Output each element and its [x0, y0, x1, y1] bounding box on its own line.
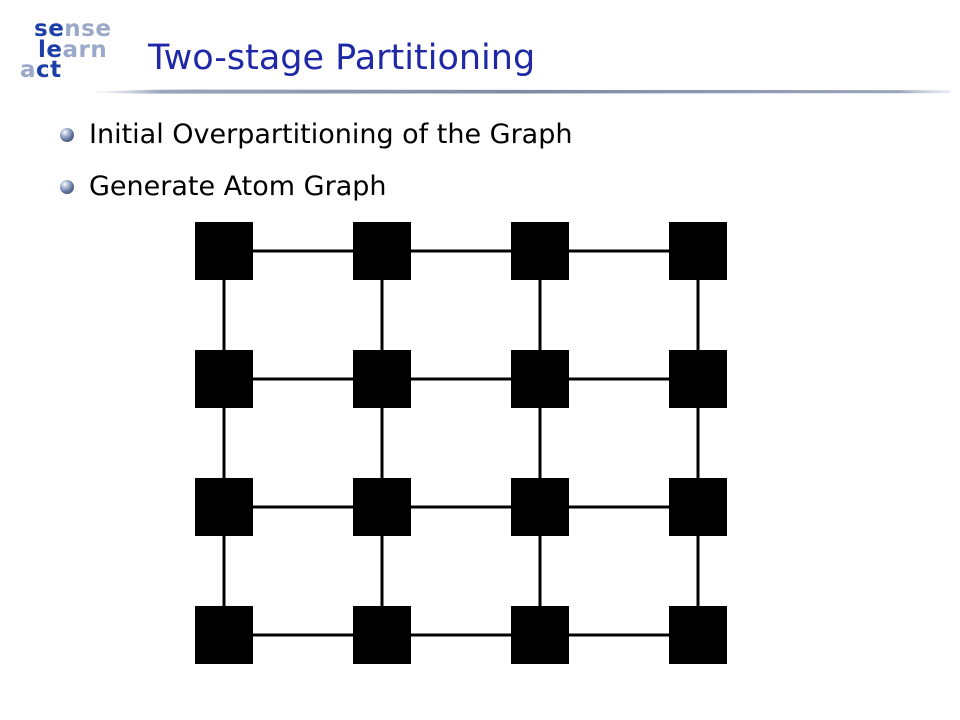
graph-node — [511, 606, 569, 664]
graph-node — [195, 350, 253, 408]
graph-node — [195, 606, 253, 664]
logo-text: nse — [64, 16, 112, 42]
logo-text: ct — [36, 57, 62, 83]
bullet-icon — [60, 180, 74, 194]
slide-title: Two-stage Partitioning — [148, 38, 536, 78]
logo-text: arn — [62, 37, 108, 63]
logo-line-sense: sense — [34, 18, 111, 41]
bullet-text: Initial Overpartitioning of the Graph — [89, 119, 573, 150]
graph-node — [353, 350, 411, 408]
graph-node — [195, 222, 253, 280]
title-underline — [92, 89, 950, 94]
logo-line-learn: learn — [38, 39, 107, 62]
logo-text: se — [34, 16, 65, 42]
graph-node — [511, 222, 569, 280]
graph-node — [669, 222, 727, 280]
logo-text: le — [38, 37, 63, 63]
logo-line-act: act — [20, 59, 62, 82]
graph-node — [195, 478, 253, 536]
sense-learn-act-logo: sense learn act — [18, 14, 128, 84]
graph-node — [353, 222, 411, 280]
graph-node — [511, 350, 569, 408]
graph-node — [669, 350, 727, 408]
bullet-list: Initial Overpartitioning of the Graph Ge… — [60, 113, 572, 217]
graph-edges — [222, 249, 700, 637]
bullet-item: Generate Atom Graph — [60, 165, 572, 217]
bullet-icon — [60, 128, 74, 142]
logo-text: a — [20, 57, 37, 83]
graph-node — [669, 478, 727, 536]
graph-node — [511, 478, 569, 536]
graph-node — [353, 606, 411, 664]
bullet-text: Generate Atom Graph — [89, 171, 387, 202]
graph-node — [669, 606, 727, 664]
graph-node — [353, 478, 411, 536]
graph-nodes — [195, 222, 727, 664]
bullet-item: Initial Overpartitioning of the Graph — [60, 113, 572, 165]
